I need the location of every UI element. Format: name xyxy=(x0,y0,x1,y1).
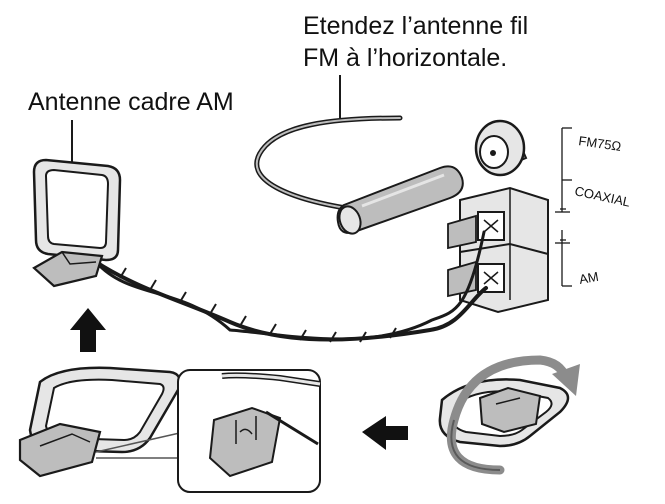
fm75-coaxial-connector xyxy=(474,119,528,177)
coaxial-terminal-label: COAXIAL xyxy=(573,183,631,209)
am-lead-twist-marks xyxy=(119,267,397,343)
am-terminal-label: AM xyxy=(578,269,600,287)
zoom-callout-line xyxy=(95,431,185,453)
arrow-left-icon xyxy=(362,416,408,450)
arrow-up-icon xyxy=(70,308,106,352)
am-loop-antenna-rotating xyxy=(438,378,570,448)
fm-instruction-line1: Etendez l’antenne fil xyxy=(303,12,528,40)
rotate-arrow-icon xyxy=(446,355,580,475)
svg-text:COAXIAL: COAXIAL xyxy=(573,183,631,209)
svg-text:AM: AM xyxy=(578,269,600,287)
am-twisted-lead xyxy=(94,230,488,342)
am-loop-antenna-label: Antenne cadre AM xyxy=(28,88,234,116)
fm-instruction-line2: FM à l’horizontale. xyxy=(303,44,507,72)
fm-plug-body xyxy=(336,165,464,235)
am-loop-antenna-assembled xyxy=(32,158,122,288)
svg-text:FM75Ω: FM75Ω xyxy=(578,133,623,154)
fm75-terminal-label: FM75Ω xyxy=(578,133,623,154)
am-loop-antenna-flat xyxy=(18,366,181,478)
terminal-bracket xyxy=(555,127,572,287)
zoom-detail-box xyxy=(177,369,321,493)
am-terminal-block xyxy=(447,186,549,314)
